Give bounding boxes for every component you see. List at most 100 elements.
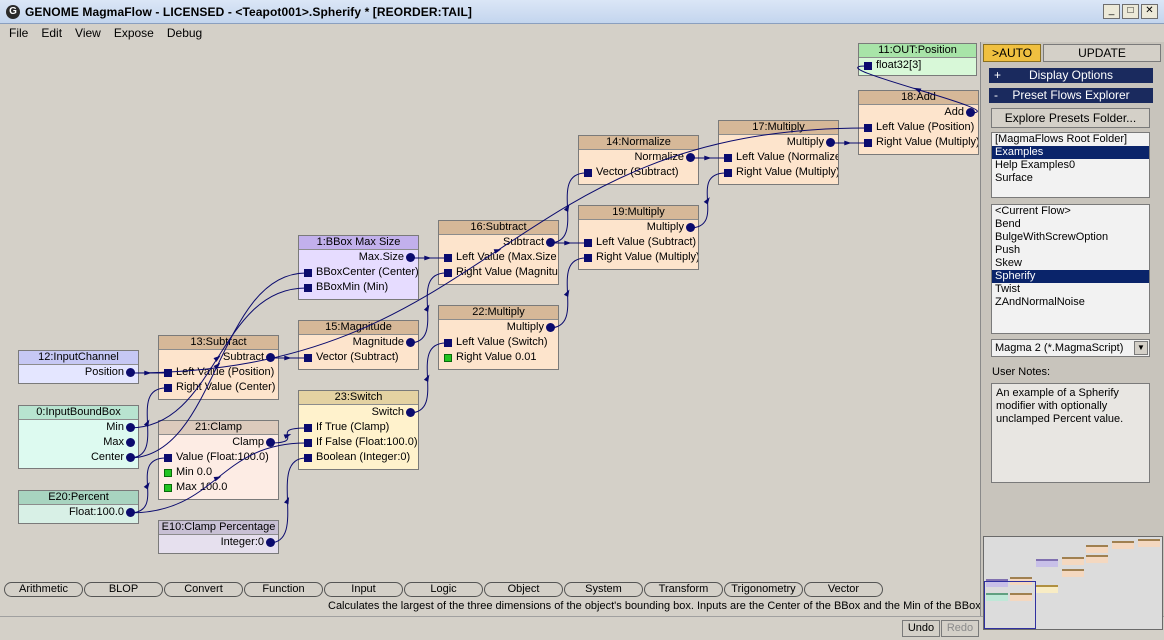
input-socket[interactable] <box>164 454 172 462</box>
undo-button[interactable]: Undo <box>902 620 940 637</box>
node-output[interactable]: Normalize <box>579 150 698 165</box>
constant-socket[interactable] <box>164 469 172 477</box>
list-item[interactable]: Help Examples0 <box>995 159 1076 171</box>
chevron-down-icon[interactable]: ▼ <box>1134 341 1148 355</box>
node-normalize-14[interactable]: 14:Normalize Normalize Vector (Subtract) <box>578 135 699 185</box>
output-socket[interactable] <box>406 338 415 347</box>
output-socket[interactable] <box>126 423 135 432</box>
node-percent-e20[interactable]: E20:Percent Float:100.0 <box>18 490 139 524</box>
constant-socket[interactable] <box>444 354 452 362</box>
node-input[interactable]: Vector (Subtract) <box>579 165 698 180</box>
output-socket[interactable] <box>126 368 135 377</box>
list-item[interactable]: <Current Flow> <box>995 205 1071 217</box>
tab-function[interactable]: Function <box>244 582 323 597</box>
output-socket[interactable] <box>546 238 555 247</box>
input-socket[interactable] <box>304 269 312 277</box>
node-multiply-19[interactable]: 19:Multiply Multiply Left Value (Subtrac… <box>578 205 699 270</box>
node-input[interactable]: Vector (Subtract) <box>299 350 418 365</box>
node-input[interactable]: Value (Float:100.0) <box>159 450 278 465</box>
list-item[interactable]: Skew <box>995 257 1022 269</box>
input-socket[interactable] <box>164 369 172 377</box>
node-input[interactable]: Right Value 0.01 <box>439 350 558 365</box>
node-input[interactable]: If True (Clamp) <box>299 420 418 435</box>
preset-flows-explorer-rollout[interactable]: - Preset Flows Explorer <box>989 88 1153 103</box>
output-socket[interactable] <box>686 223 695 232</box>
input-socket[interactable] <box>304 354 312 362</box>
input-socket[interactable] <box>164 384 172 392</box>
preset-flows-list[interactable]: <Current Flow> Bend BulgeWithScrewOption… <box>991 204 1150 334</box>
output-socket[interactable] <box>266 438 275 447</box>
menu-edit[interactable]: Edit <box>41 26 63 40</box>
minimize-button[interactable]: _ <box>1103 4 1120 19</box>
node-output[interactable]: Multiply <box>579 220 698 235</box>
list-item[interactable]: [MagmaFlows Root Folder] <box>995 133 1128 145</box>
maximize-button[interactable]: □ <box>1122 4 1139 19</box>
node-input[interactable]: Left Value (Position) <box>159 365 278 380</box>
node-output[interactable]: Multiply <box>439 320 558 335</box>
node-input[interactable]: float32[3] <box>859 58 976 73</box>
node-output[interactable]: Subtract <box>439 235 558 250</box>
update-button[interactable]: UPDATE <box>1043 44 1161 62</box>
node-input[interactable]: Left Value (Subtract) <box>579 235 698 250</box>
explore-presets-folder-button[interactable]: Explore Presets Folder... <box>991 108 1150 128</box>
node-input[interactable]: If False (Float:100.0) <box>299 435 418 450</box>
list-item[interactable]: Bend <box>995 218 1021 230</box>
list-item[interactable]: BulgeWithScrewOption <box>995 231 1109 243</box>
redo-button[interactable]: Redo <box>941 620 979 637</box>
user-notes-field[interactable]: An example of a Spherify modifier with o… <box>991 383 1150 483</box>
input-socket[interactable] <box>724 169 732 177</box>
list-item-selected[interactable]: Examples <box>992 146 1149 159</box>
node-input[interactable]: Boolean (Integer:0) <box>299 450 418 465</box>
tab-vector[interactable]: Vector <box>804 582 883 597</box>
output-socket[interactable] <box>546 323 555 332</box>
output-socket[interactable] <box>966 108 975 117</box>
list-item[interactable]: Push <box>995 244 1021 256</box>
node-input-channel-12[interactable]: 12:InputChannel Position <box>18 350 139 384</box>
output-socket[interactable] <box>126 438 135 447</box>
tab-logic[interactable]: Logic <box>404 582 483 597</box>
output-socket[interactable] <box>406 408 415 417</box>
tab-transform[interactable]: Transform <box>644 582 723 597</box>
node-input[interactable]: Right Value (Multiply) <box>579 250 698 265</box>
node-output[interactable]: Float:100.0 <box>19 505 138 520</box>
node-input[interactable]: Left Value (Max.Size <box>439 250 558 265</box>
node-input[interactable]: Right Value (Center) <box>159 380 278 395</box>
tab-input[interactable]: Input <box>324 582 403 597</box>
node-input[interactable]: Left Value (Normalize <box>719 150 838 165</box>
input-socket[interactable] <box>584 169 592 177</box>
node-output[interactable]: Switch <box>299 405 418 420</box>
node-output[interactable]: Position <box>19 365 138 380</box>
script-type-dropdown[interactable]: Magma 2 (*.MagmaScript) ▼ <box>991 339 1150 357</box>
node-input[interactable]: Left Value (Position) <box>859 120 978 135</box>
node-input[interactable]: Right Value (Magnitu <box>439 265 558 280</box>
input-socket[interactable] <box>304 424 312 432</box>
close-button[interactable]: ✕ <box>1141 4 1158 19</box>
output-socket[interactable] <box>126 508 135 517</box>
node-clamp-percentage-e10[interactable]: E10:Clamp Percentage Integer:0 <box>158 520 279 554</box>
tab-convert[interactable]: Convert <box>164 582 243 597</box>
menu-view[interactable]: View <box>75 26 101 40</box>
input-socket[interactable] <box>304 454 312 462</box>
node-output[interactable]: Max <box>19 435 138 450</box>
output-socket[interactable] <box>686 153 695 162</box>
node-add-18[interactable]: 18:Add Add Left Value (Position) Right V… <box>858 90 979 155</box>
node-input[interactable]: Max 100.0 <box>159 480 278 495</box>
node-clamp-21[interactable]: 21:Clamp Clamp Value (Float:100.0) Min 0… <box>158 420 279 500</box>
node-output[interactable]: Center <box>19 450 138 465</box>
node-input[interactable]: BBoxMin (Min) <box>299 280 418 295</box>
node-output[interactable]: Min <box>19 420 138 435</box>
node-subtract-13[interactable]: 13:Subtract Subtract Left Value (Positio… <box>158 335 279 400</box>
auto-button[interactable]: >AUTO <box>983 44 1041 62</box>
input-socket[interactable] <box>864 139 872 147</box>
node-switch-23[interactable]: 23:Switch Switch If True (Clamp) If Fals… <box>298 390 419 470</box>
minimap-viewport[interactable] <box>984 581 1036 629</box>
tab-trigonometry[interactable]: Trigonometry <box>724 582 803 597</box>
node-input[interactable]: BBoxCenter (Center) <box>299 265 418 280</box>
input-socket[interactable] <box>444 339 452 347</box>
input-socket[interactable] <box>444 269 452 277</box>
node-output[interactable]: Multiply <box>719 135 838 150</box>
tab-blop[interactable]: BLOP <box>84 582 163 597</box>
node-input[interactable]: Left Value (Switch) <box>439 335 558 350</box>
display-options-rollout[interactable]: + Display Options <box>989 68 1153 83</box>
node-multiply-17[interactable]: 17:Multiply Multiply Left Value (Normali… <box>718 120 839 185</box>
